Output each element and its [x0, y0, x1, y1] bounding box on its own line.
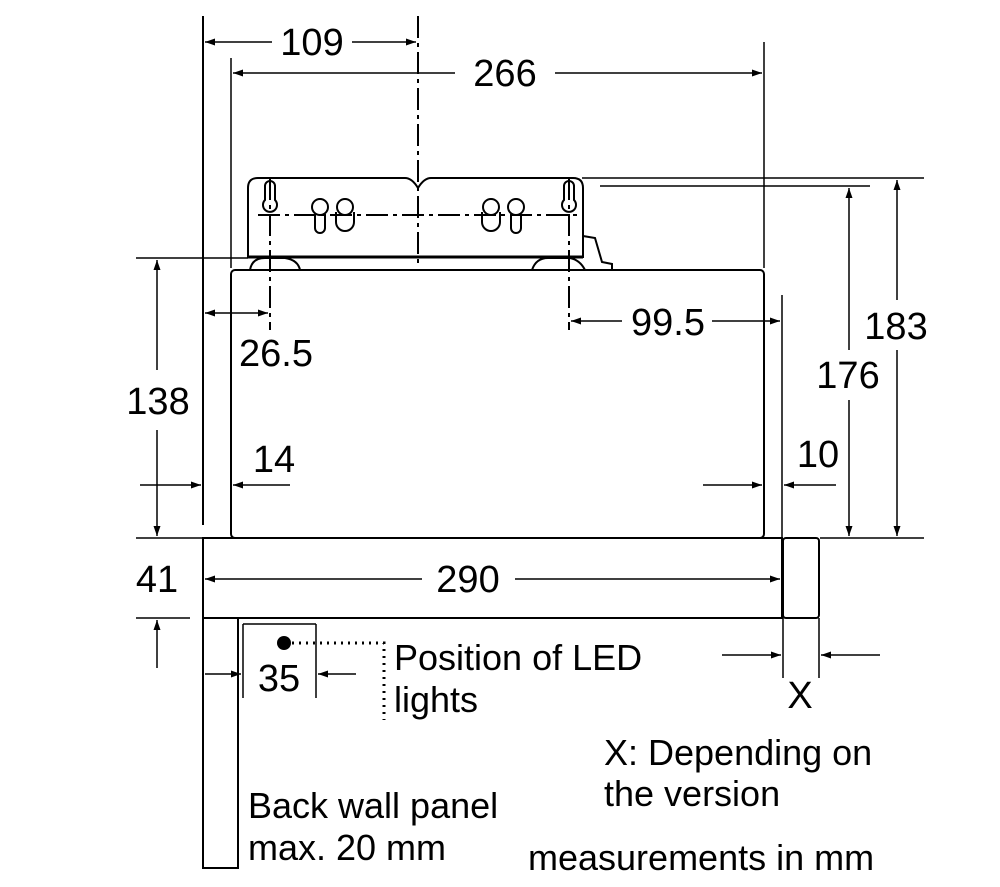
- dimension-arrows: [140, 38, 901, 678]
- keyhole-slots: [262, 180, 577, 234]
- dim-14-label: 14: [253, 439, 295, 481]
- version-note-line2: the version: [604, 773, 780, 814]
- back-wall-panel: [202, 617, 239, 869]
- led-position-marker: [277, 636, 386, 720]
- dim-99-5-label: 99.5: [631, 302, 705, 344]
- dim-41-label: 41: [136, 559, 178, 601]
- dim-176-label: 176: [816, 355, 879, 397]
- units-note: measurements in mm: [528, 837, 874, 878]
- notes: Position of LED lights X: Depending on t…: [248, 637, 874, 878]
- led-note-line2: lights: [394, 679, 478, 720]
- hood-outline: [202, 16, 820, 869]
- dim-109-label: 109: [280, 22, 343, 64]
- dim-35-label: 35: [258, 658, 300, 700]
- dim-183-label: 183: [864, 306, 927, 348]
- panel-note-line2: max. 20 mm: [248, 827, 446, 868]
- mounting-bracket: [247, 177, 584, 258]
- dim-266-label: 266: [473, 53, 536, 95]
- dim-290-label: 290: [436, 559, 499, 601]
- panel-note-line1: Back wall panel: [248, 785, 498, 826]
- dim-10-label: 10: [797, 434, 839, 476]
- version-note-line1: X: Depending on: [604, 732, 872, 773]
- extension-lines: [136, 42, 924, 698]
- dimension-labels: 109 266 26.5 99.5 183 176 138 14 10 41 2…: [126, 22, 927, 717]
- dim-26-5-label: 26.5: [239, 333, 313, 375]
- front-trim: [782, 537, 820, 619]
- dim-x-label: X: [787, 675, 812, 717]
- dim-138-label: 138: [126, 381, 189, 423]
- led-note-line1: Position of LED: [394, 637, 642, 678]
